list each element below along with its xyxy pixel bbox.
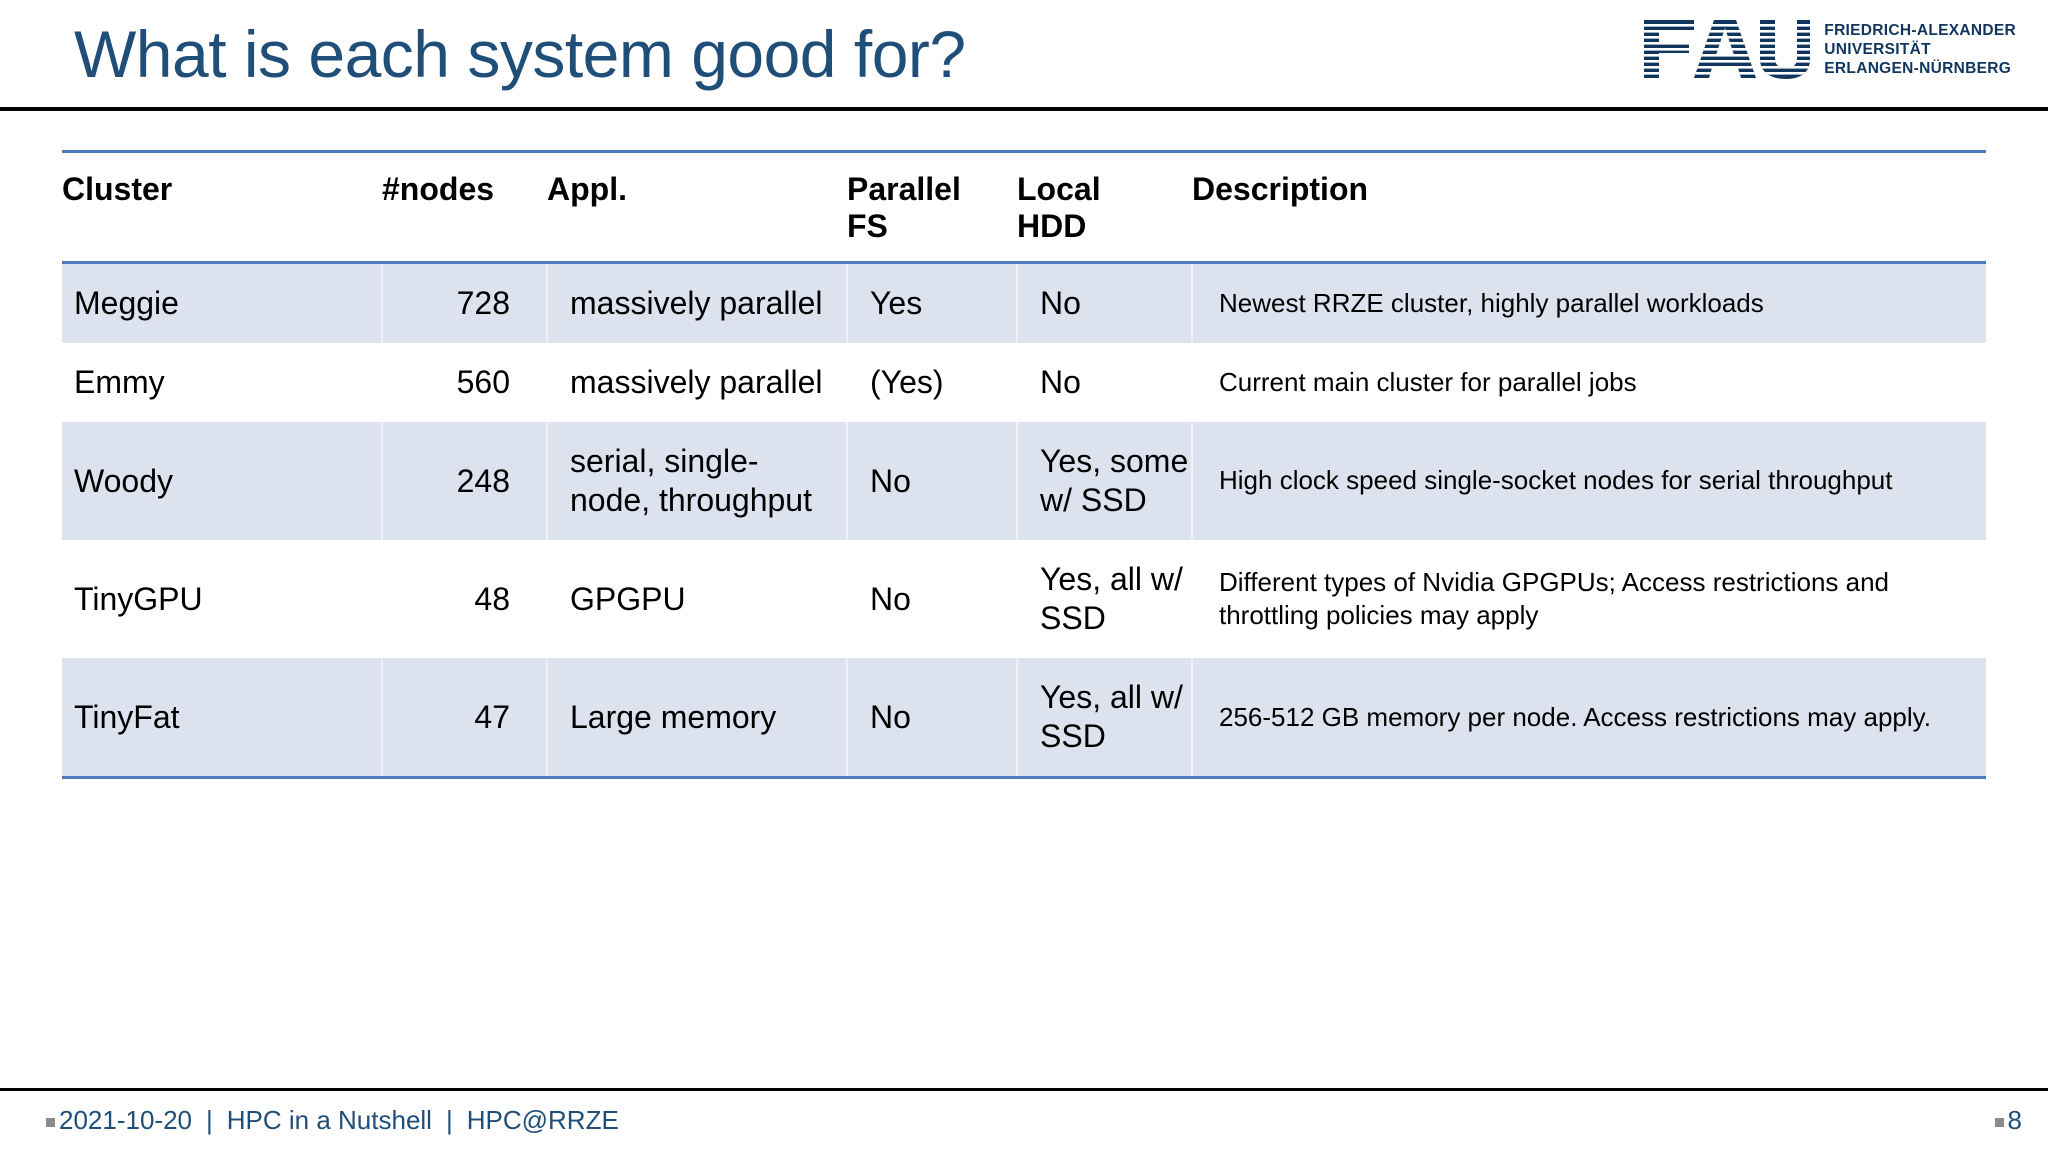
cell-description: Different types of Nvidia GPGPUs; Access…	[1192, 540, 1986, 659]
column-header-local-hdd-line2: HDD	[1017, 208, 1087, 245]
column-header-nodes: #nodes	[382, 149, 547, 265]
cell-nodes: 48	[382, 540, 548, 659]
square-bullet-icon	[46, 1118, 55, 1127]
cell-nodes: 560	[382, 343, 548, 423]
footer-course: HPC in a Nutshell	[226, 1105, 432, 1135]
cell-parallel-fs: Yes	[847, 262, 1018, 344]
cell-cluster: Emmy	[62, 343, 383, 423]
cluster-table-container: Cluster #nodes Appl. Parallel FS Local H…	[62, 149, 1986, 780]
table-header-row: Cluster #nodes Appl. Parallel FS Local H…	[62, 149, 1986, 265]
cell-cluster: Woody	[62, 422, 383, 541]
cell-nodes: 47	[382, 658, 548, 780]
cluster-comparison-table: Cluster #nodes Appl. Parallel FS Local H…	[62, 149, 1986, 780]
page-number: 8	[2007, 1105, 2022, 1135]
cell-cluster: Meggie	[62, 262, 383, 344]
cell-description: Newest RRZE cluster, highly parallel wor…	[1192, 262, 1986, 344]
cell-appl: Large memory	[547, 658, 848, 780]
column-header-parallel-fs-line2: FS	[847, 208, 888, 245]
cell-parallel-fs: No	[847, 540, 1018, 659]
cell-local-hdd: Yes, all w/ SSD	[1017, 540, 1193, 659]
cell-nodes: 728	[382, 262, 548, 344]
fau-wordmark-line1: FRIEDRICH-ALEXANDER	[1824, 21, 2016, 39]
cell-appl: massively parallel	[547, 343, 848, 423]
cell-nodes: 248	[382, 422, 548, 541]
slide-footer: 2021-10-20 | HPC in a Nutshell | HPC@RRZ…	[0, 1091, 2048, 1152]
cell-appl: serial, single-node, throughput	[547, 422, 848, 541]
slide-header: What is each system good for?	[0, 0, 2048, 111]
column-header-description: Description	[1192, 149, 1986, 265]
column-header-local-hdd: Local HDD	[1017, 149, 1192, 265]
cell-local-hdd: No	[1017, 262, 1193, 344]
fau-wordmark-line3: ERLANGEN-NÜRNBERG	[1824, 59, 2012, 77]
column-header-appl: Appl.	[547, 149, 847, 265]
footer-org: HPC@RRZE	[466, 1105, 619, 1135]
table-row: Woody 248 serial, single-node, throughpu…	[62, 422, 1986, 541]
footer-info: 2021-10-20 | HPC in a Nutshell | HPC@RRZ…	[46, 1105, 619, 1136]
cell-cluster: TinyGPU	[62, 540, 383, 659]
column-header-cluster: Cluster	[62, 149, 382, 265]
cell-cluster: TinyFat	[62, 658, 383, 780]
cell-parallel-fs: (Yes)	[847, 343, 1018, 423]
footer-separator: |	[445, 1105, 453, 1135]
cell-local-hdd: No	[1017, 343, 1193, 423]
cell-appl: massively parallel	[547, 262, 848, 344]
square-bullet-icon	[1994, 1118, 2004, 1127]
table-body: Meggie 728 massively parallel Yes No New…	[62, 262, 1986, 780]
fau-logo-wordmark: FRIEDRICH-ALEXANDER UNIVERSITÄT ERLANGEN…	[1824, 21, 2016, 78]
cell-parallel-fs: No	[847, 422, 1018, 541]
cell-local-hdd: Yes, some w/ SSD	[1017, 422, 1193, 541]
fau-wordmark-line2: UNIVERSITÄT	[1824, 40, 1931, 58]
header-divider	[0, 107, 2048, 111]
cell-appl: GPGPU	[547, 540, 848, 659]
column-header-parallel-fs: Parallel FS	[847, 149, 1017, 265]
cell-local-hdd: Yes, all w/ SSD	[1017, 658, 1193, 780]
fau-logo-mark	[1644, 20, 1811, 79]
table-row: Meggie 728 massively parallel Yes No New…	[62, 262, 1986, 344]
page-title: What is each system good for?	[74, 17, 966, 91]
footer-separator: |	[206, 1105, 213, 1135]
cell-parallel-fs: No	[847, 658, 1018, 780]
cell-description: 256-512 GB memory per node. Access restr…	[1192, 658, 1986, 780]
column-header-local-hdd-line1: Local	[1017, 171, 1101, 207]
cell-description: High clock speed single-socket nodes for…	[1192, 422, 1986, 541]
page-number-container: 8	[1994, 1105, 2022, 1136]
table-row: TinyGPU 48 GPGPU No Yes, all w/ SSD Diff…	[62, 540, 1986, 659]
table-row: Emmy 560 massively parallel (Yes) No Cur…	[62, 343, 1986, 423]
cell-description: Current main cluster for parallel jobs	[1192, 343, 1986, 423]
fau-logo: FRIEDRICH-ALEXANDER UNIVERSITÄT ERLANGEN…	[1642, 18, 2016, 80]
footer-divider	[0, 1088, 2048, 1091]
table-row: TinyFat 47 Large memory No Yes, all w/ S…	[62, 658, 1986, 780]
footer-date: 2021-10-20	[59, 1105, 192, 1135]
column-header-parallel-fs-line1: Parallel	[847, 171, 961, 207]
